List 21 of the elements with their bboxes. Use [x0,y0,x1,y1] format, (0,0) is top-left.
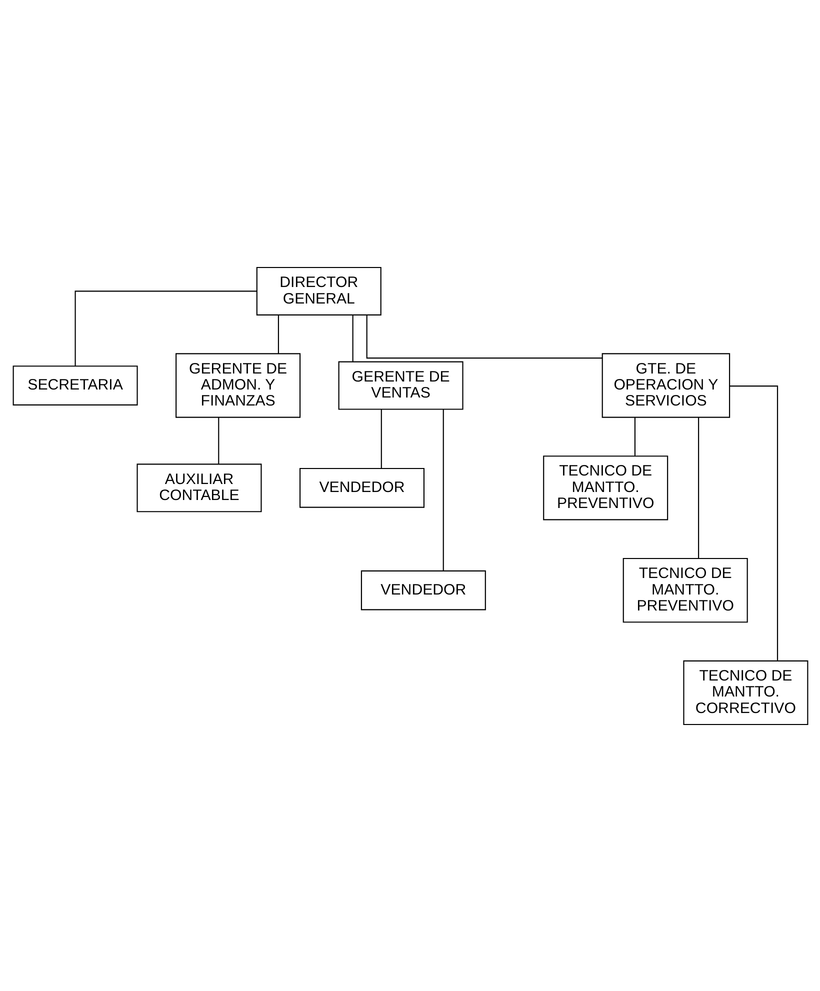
node-box: GERENTE DE ADMON. Y FINANZAS [175,352,300,418]
node-box: TECNICO DE MANTTO. PREVENTIVO [542,455,668,520]
node-box: VENDEDOR [360,570,486,610]
connector [366,314,602,358]
connector [277,314,278,354]
connector [442,408,444,570]
connector [380,408,382,468]
node-box: AUXILIAR CONTABLE [136,463,262,512]
node-box: GERENTE DE VENTAS [338,360,463,410]
node-box: SECRETARIA [12,365,138,405]
connector [698,417,699,558]
connector [634,416,635,456]
node-box: VENDEDOR [298,467,424,508]
connector [218,416,219,464]
connector [74,290,256,366]
node-box: DIRECTOR GENERAL [256,266,381,315]
connector [729,385,778,660]
node-box: TECNICO DE MANTTO. CORRECTIVO [682,660,808,725]
connector [352,314,353,362]
node-box: GTE. DE OPERACION Y SERVICIOS [601,352,730,418]
node-box: TECNICO DE MANTTO. PREVENTIVO [622,557,748,622]
